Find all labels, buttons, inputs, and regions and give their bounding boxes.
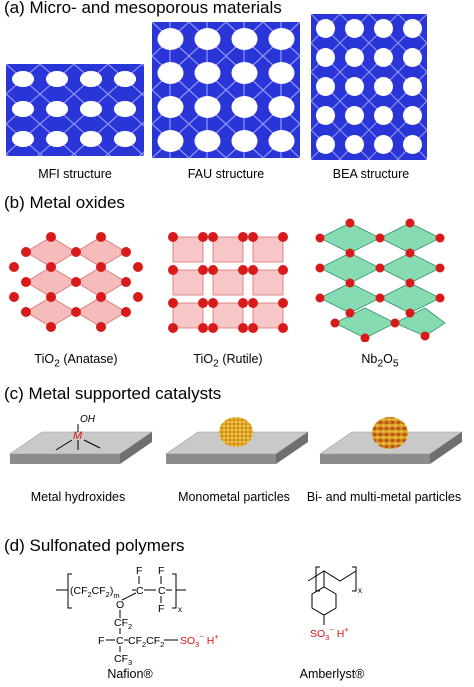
svg-text:x: x [178, 605, 182, 614]
amberlyst-label: Amberlyst® [299, 667, 365, 681]
rutile-label: TiO2 (Rutile) [193, 352, 263, 370]
mfi-structure-image [6, 64, 144, 156]
monometal-particles-label: Monometal particles [178, 490, 290, 504]
svg-text:CF2: CF2 [114, 617, 132, 631]
nafion-structure: (CF2CF2)m C C F F F x O CF2 F C CF2CF2 [40, 560, 260, 670]
rutile-structure-image [158, 222, 298, 340]
svg-text:CF3: CF3 [114, 653, 132, 667]
bea-structure-image [311, 14, 427, 160]
svg-text:C: C [158, 585, 166, 597]
bimetal-particle-image [316, 412, 464, 480]
nb2o5-structure-image [310, 218, 450, 342]
svg-text:O: O [116, 599, 124, 611]
svg-text:F: F [98, 635, 104, 647]
oh-label: OH [80, 414, 96, 425]
fau-structure-image [152, 22, 300, 158]
metal-m-label: M [73, 430, 83, 442]
bea-label: BEA structure [332, 167, 410, 181]
svg-text:F: F [158, 565, 164, 577]
section-c-title: (c) Metal supported catalysts [4, 384, 222, 403]
svg-text:F: F [158, 603, 164, 615]
svg-text:SO3−H+: SO3−H+ [310, 625, 349, 642]
bimetal-particles-label: Bi- and multi-metal particles [306, 490, 462, 504]
section-b-title: (b) Metal oxides [4, 193, 125, 212]
anatase-structure-image [6, 222, 146, 340]
section-a-title: (a) Micro- and mesoporous materials [4, 0, 282, 17]
metal-hydroxides-label: Metal hydroxides [30, 490, 126, 504]
section-d-title: (d) Sulfonated polymers [4, 536, 185, 555]
nafion-label: Nafion® [107, 667, 153, 681]
fau-label: FAU structure [187, 167, 265, 181]
nb2o5-label: Nb2O5 [361, 352, 399, 370]
svg-text:x: x [358, 586, 362, 595]
monometal-particle-image [162, 412, 310, 480]
svg-text:F: F [136, 565, 142, 577]
svg-text:C: C [136, 585, 144, 597]
svg-text:(CF2CF2)m: (CF2CF2)m [70, 585, 120, 600]
amberlyst-structure: x SO3−H+ [296, 563, 406, 663]
metal-hydroxide-image: OH M [6, 412, 154, 480]
svg-text:C: C [116, 635, 124, 647]
anatase-label: TiO2 (Anatase) [34, 352, 118, 370]
mfi-label: MFI structure [38, 167, 112, 181]
svg-text:SO3−H+: SO3−H+ [180, 632, 219, 649]
svg-text:CF2CF2: CF2CF2 [128, 635, 164, 649]
